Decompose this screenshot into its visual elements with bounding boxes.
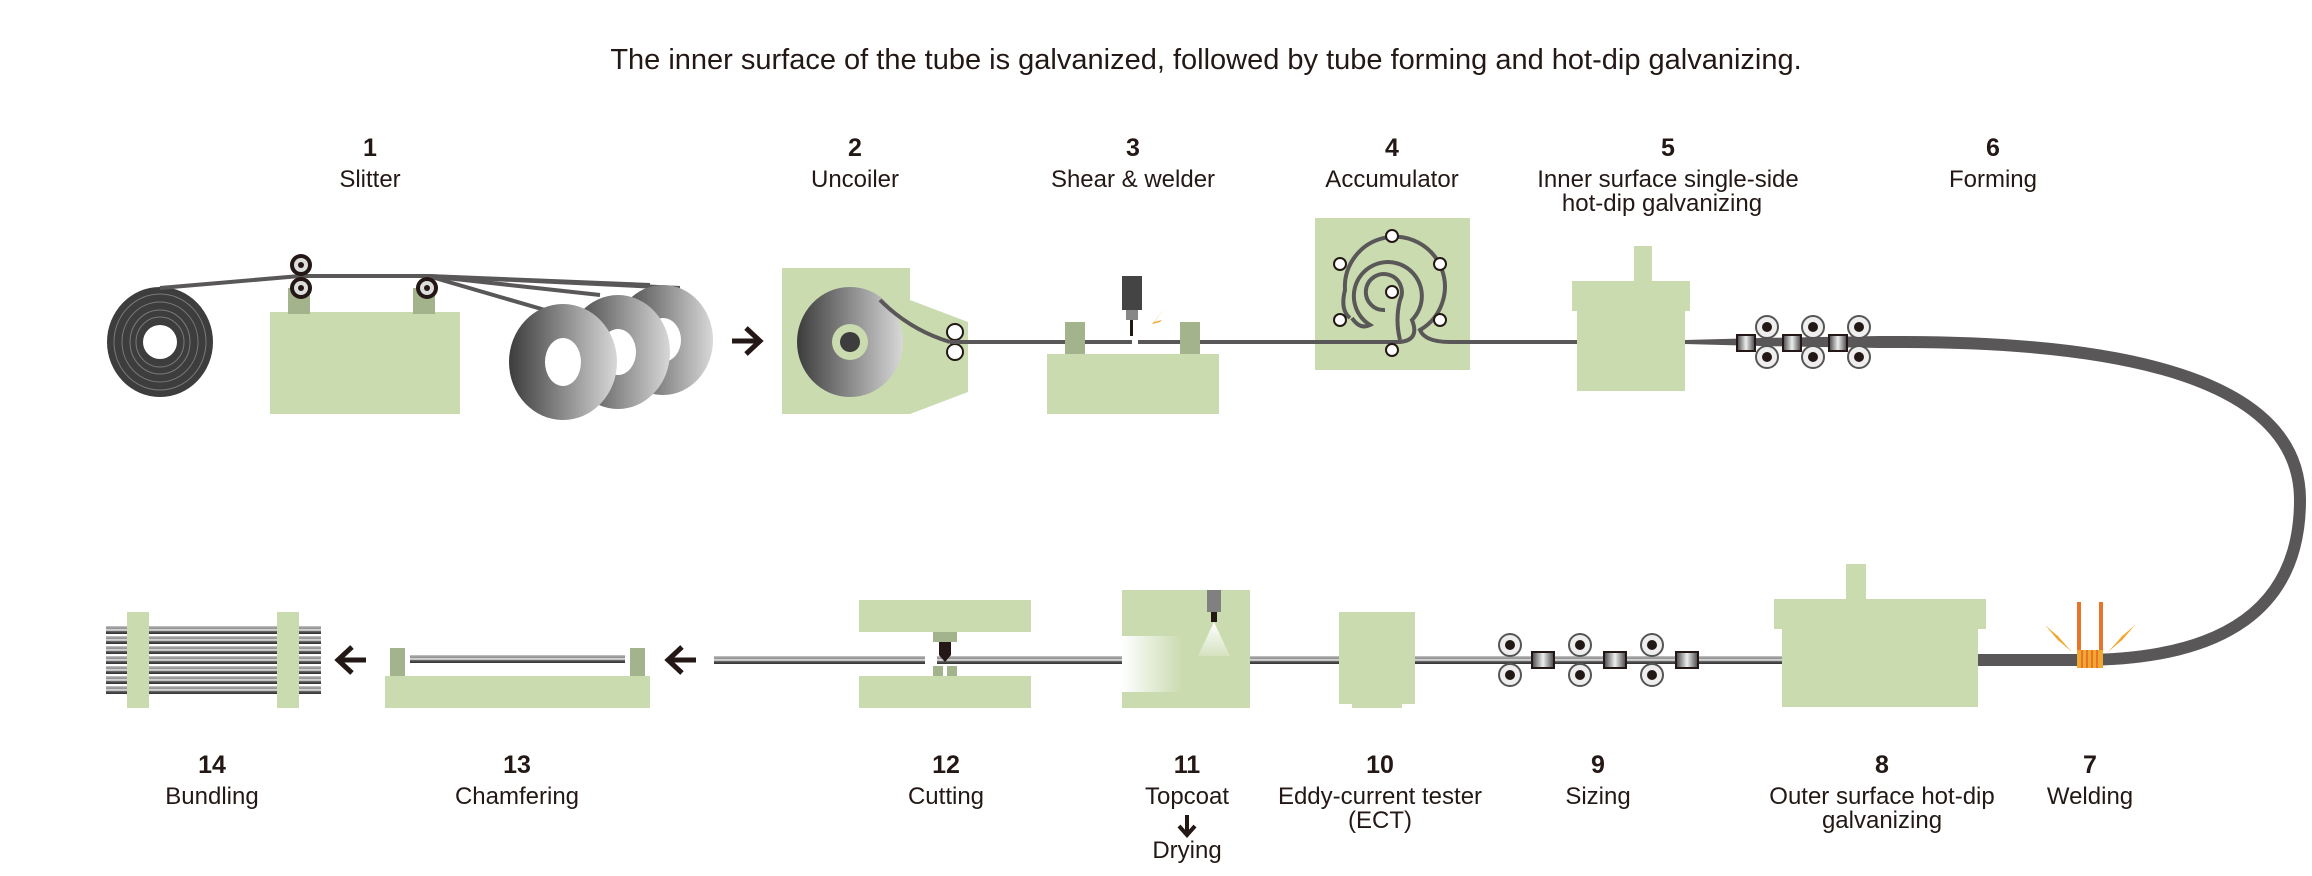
cutting-machine bbox=[859, 600, 1031, 708]
step-8-label-line1: Outer surface hot-dip bbox=[1769, 783, 1995, 810]
step-2-label: Uncoiler bbox=[810, 166, 900, 193]
outer-galvanizing-bath bbox=[1774, 564, 1986, 707]
step-7-number: 7 bbox=[2083, 751, 2097, 779]
arrow-down-icon bbox=[1177, 815, 1197, 839]
step-5-label-line2: hot-dip galvanizing bbox=[1561, 190, 1763, 217]
step-9-label: Sizing bbox=[1565, 783, 1631, 810]
step-6-number: 6 bbox=[1986, 134, 2000, 162]
induction-welder bbox=[2045, 602, 2135, 668]
arrow-right-icon bbox=[732, 326, 764, 356]
step-11-number: 11 bbox=[1173, 751, 1201, 779]
step-11-label-topcoat: Topcoat bbox=[1144, 783, 1230, 810]
step-1-label: Slitter bbox=[339, 166, 401, 193]
inner-galvanizing-bath bbox=[1572, 246, 1690, 391]
step-8-label-line2: galvanizing bbox=[1821, 807, 1943, 834]
arrow-left-icon bbox=[664, 645, 696, 675]
shear-welder-machine bbox=[1047, 276, 1219, 414]
step-14-label: Bundling bbox=[165, 783, 259, 810]
step-3-label: Shear & welder bbox=[1050, 166, 1216, 193]
diagram-title: The inner surface of the tube is galvani… bbox=[610, 44, 1802, 76]
topcoat-dryer bbox=[1122, 590, 1250, 708]
welding-torch-icon bbox=[1122, 276, 1142, 336]
step-7-label: Welding bbox=[2046, 783, 2134, 810]
step-12-number: 12 bbox=[932, 751, 960, 779]
step-12-label: Cutting bbox=[907, 783, 985, 810]
slit-coils-icon bbox=[509, 285, 713, 420]
step-14-number: 14 bbox=[198, 751, 226, 779]
step-10-label-line1: Eddy-current tester bbox=[1277, 783, 1483, 810]
spray-icon bbox=[1198, 622, 1230, 656]
arrow-left-icon bbox=[334, 645, 366, 675]
step-10-number: 10 bbox=[1366, 751, 1394, 779]
step-5-label-line1: Inner surface single-side bbox=[1537, 166, 1799, 193]
accumulator-rollers-icon bbox=[1333, 229, 1447, 357]
tube-bundle-icon bbox=[106, 612, 321, 708]
chamfering-machine bbox=[385, 648, 650, 708]
uncoiler-machine bbox=[782, 268, 968, 414]
spark-icon bbox=[2045, 625, 2072, 652]
spark-icon bbox=[1146, 308, 1165, 336]
step-13-label: Chamfering bbox=[454, 783, 580, 810]
forming-rollers-icon bbox=[1736, 315, 1871, 369]
step-8-number: 8 bbox=[1875, 751, 1889, 779]
input-coil-icon bbox=[107, 287, 213, 397]
step-10-label-line2: (ECT) bbox=[1348, 807, 1412, 834]
cutter-blade-icon bbox=[939, 642, 951, 662]
sizing-rollers-icon bbox=[1498, 633, 1699, 687]
step-1-number: 1 bbox=[363, 134, 377, 162]
step-4-number: 4 bbox=[1385, 134, 1399, 162]
step-6-label: Forming bbox=[1948, 166, 2038, 193]
tube-piece bbox=[410, 655, 625, 663]
step-3-number: 3 bbox=[1126, 134, 1140, 162]
slitter-machine bbox=[107, 254, 713, 420]
step-5-number: 5 bbox=[1661, 134, 1675, 162]
step-13-number: 13 bbox=[503, 751, 531, 779]
step-9-number: 9 bbox=[1591, 751, 1605, 779]
step-4-label: Accumulator bbox=[1325, 166, 1459, 193]
accumulator-machine bbox=[1315, 218, 1470, 370]
eddy-current-tester bbox=[1339, 612, 1415, 708]
spray-nozzle-icon bbox=[1207, 590, 1221, 612]
spark-icon bbox=[2108, 625, 2135, 652]
step-2-number: 2 bbox=[848, 134, 862, 162]
step-11-label-drying: Drying bbox=[1152, 837, 1222, 864]
tube-loop bbox=[1880, 336, 2307, 666]
slitter-roller-icon bbox=[290, 254, 438, 299]
